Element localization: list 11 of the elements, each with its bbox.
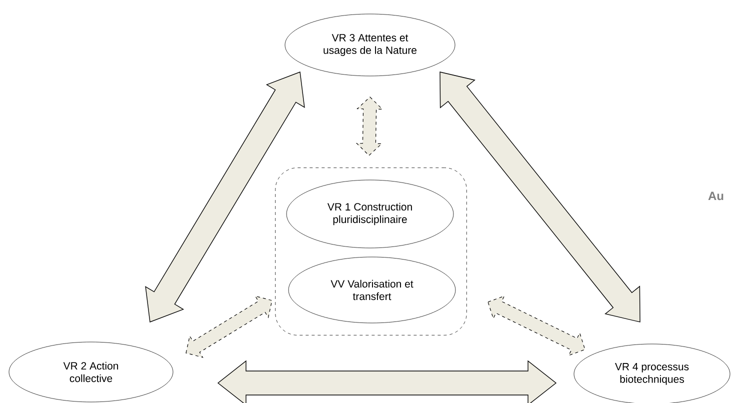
ellipse-node: VV Valorisation et transfert (288, 256, 456, 324)
dashed-block-arrow (488, 296, 586, 356)
ellipse-node: VR 2 Action collective (8, 342, 174, 402)
block-arrow (440, 72, 640, 322)
dashed-block-arrow (186, 296, 272, 358)
ellipse-node: VR 1 Construction pluridisciplinaire (286, 180, 454, 248)
side-label: Au (708, 192, 724, 200)
dashed-group-box (275, 168, 467, 336)
ellipse-node: VR 3 Attentes et usages de la Nature (284, 14, 456, 76)
dashed-block-arrow (356, 96, 384, 156)
block-arrow (145, 72, 305, 322)
